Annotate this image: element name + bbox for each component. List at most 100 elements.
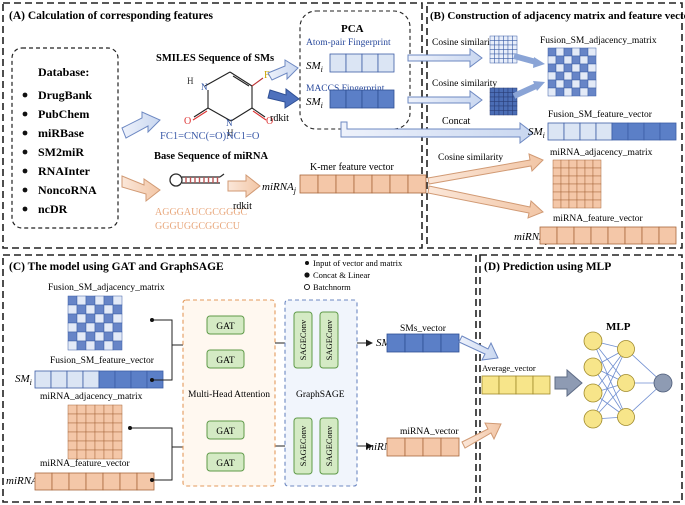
matrix-cell [563,63,573,73]
panel-c-border [2,254,477,503]
matrix-cell [498,53,504,59]
matrix-cell [592,183,602,193]
matrix-cell [507,92,513,98]
matrix-cell [571,87,581,97]
vector-cell [515,375,534,395]
sms-vector-output [386,333,460,353]
matrix-cell [489,105,495,111]
vector-cell [119,472,138,491]
panel-d-title: (D) Prediction using MLP [484,261,611,273]
vector-cell [371,174,391,194]
maccs-vector [329,89,395,109]
rdkit-label-2: rdkit [233,201,252,212]
mlp-input-node [583,357,603,377]
sms-vector-label: SMs_vector [400,324,447,334]
db-to-mirna-arrow [121,175,161,203]
cos3-label: Cosine similarity [438,153,503,163]
matrix-cell [547,63,557,73]
matrix-cell [494,35,500,41]
matrix-cell [103,304,114,315]
vector-cell [130,370,148,389]
matrix-cell [587,63,597,73]
db-to-smiles-arrow [121,111,161,139]
vector-cell [481,375,500,395]
mirna-vector-output [386,437,460,457]
vector-cell [607,226,626,245]
matrix-cell [512,44,518,50]
matrix-cell [579,47,589,57]
matrix-cell [498,105,504,111]
matrix-cell [85,295,96,306]
vector-cell [34,370,52,389]
cos1-label: Cosine similarity [432,38,497,48]
matrix-cell [76,413,87,424]
matrix-cell [503,101,509,107]
vector-cell [404,437,424,457]
atom-o2: O [266,116,273,127]
vector-cell [563,122,581,141]
matrix-cell [67,449,78,460]
matrix-cell [67,313,78,324]
database-item: ncDR [38,202,68,216]
matrix-cell [112,404,123,415]
vector-cell [361,53,379,73]
matrix-cell [571,79,581,89]
matrix-cell [67,295,78,306]
matrix-cell [494,58,500,64]
matrix-cell [489,35,495,41]
matrix-cell [503,58,509,64]
vector-cell [573,226,592,245]
matrix-cell [560,183,570,193]
atom-n2: N [226,118,233,128]
panel-a-border [2,2,423,249]
matrix-cell [579,55,589,65]
matrix-cell [507,101,513,107]
matrix-cell [103,431,114,442]
matrix-cell [498,44,504,50]
matrix-cell [112,440,123,451]
fusion-sm-adjacency-matrix-input [67,295,123,351]
matrix-cell [498,35,504,41]
bullet-dot [22,187,28,193]
molecule-structure [192,71,267,122]
matrix-cell [489,101,495,107]
matrix-cell [67,340,78,351]
matrix-cell [560,167,570,177]
matrix-cell [494,101,500,107]
matrix-cell [498,110,504,116]
matrix-cell [571,47,581,57]
atom-n1: N [201,82,208,92]
matrix-cell [507,40,513,46]
vector-cell [440,437,460,457]
matrix-cell [576,183,586,193]
matrix-cell [568,199,578,209]
matrix-cell [584,175,594,185]
matrix-cell [112,413,123,424]
matrix-cell [592,175,602,185]
matrix-cell [507,44,513,50]
matrix-cell [85,304,96,315]
matrix-cell [112,313,123,324]
matrix-cell [568,191,578,201]
matrix-cell [503,49,509,55]
vector-cell [299,174,319,194]
matrix-cell [67,331,78,342]
matrix-cell [579,79,589,89]
matrix-cell [512,40,518,46]
matrix-cell [576,167,586,177]
matrix-cell [563,71,573,81]
matrix-cell [547,87,557,97]
matrix-cell [584,159,594,169]
legend-input-label: Input of vector and matrix [313,258,403,268]
mlp-hidden-node [617,340,635,358]
vector-cell [353,174,373,194]
matrix-cell [584,191,594,201]
gat-label-3: GAT [216,427,235,437]
mirna-feature-vector-input [34,472,155,491]
matrix2-to-fusion-arrow [512,83,538,99]
kmer-label: K-mer feature vector [310,162,395,173]
matrix-cell [85,431,96,442]
mirna-feature-vector [539,226,677,245]
matrix-cell [85,422,96,433]
mirna-adjacency-matrix-input [67,404,123,460]
